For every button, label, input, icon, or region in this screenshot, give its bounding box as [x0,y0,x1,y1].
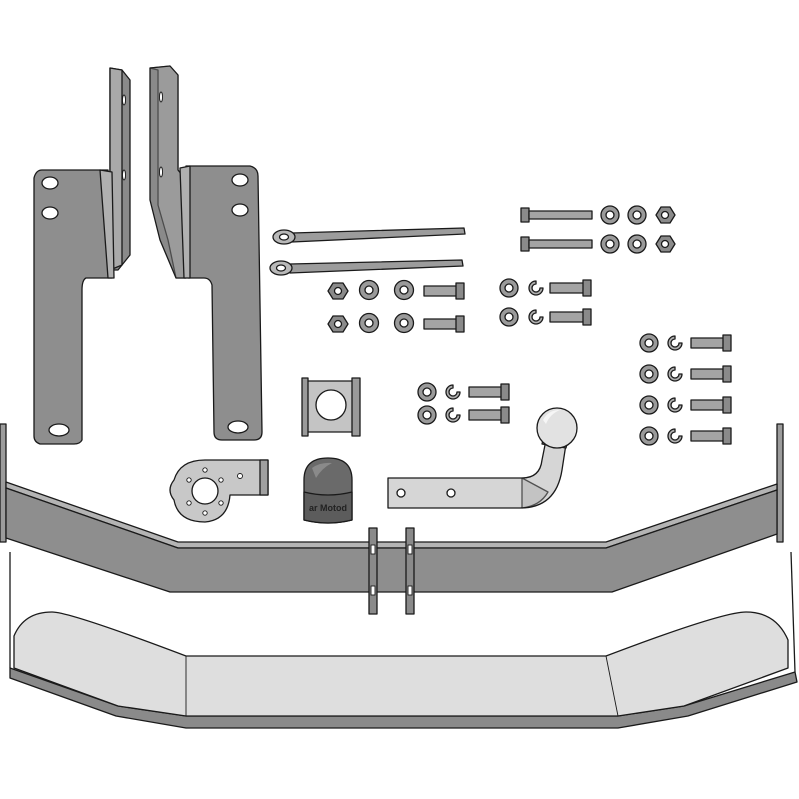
main-crossbar [0,423,784,615]
tie-rods [269,227,466,276]
bolt-set-b [499,278,592,327]
tow-ball-neck [387,407,578,509]
right-mounting-bracket [149,65,263,441]
electrical-socket-plate [169,459,269,523]
bolt-set-c [417,382,510,425]
bumper-insert-panel [9,551,798,729]
socket-mounting-plate [301,377,361,437]
tow-ball-cover: ar Motod [303,457,353,524]
bolt-set-d [639,333,732,446]
bolt-set-a [327,279,465,334]
long-bolt-set [520,205,676,254]
left-mounting-bracket [33,67,131,445]
ball-cover-label: ar Motod [309,503,347,513]
